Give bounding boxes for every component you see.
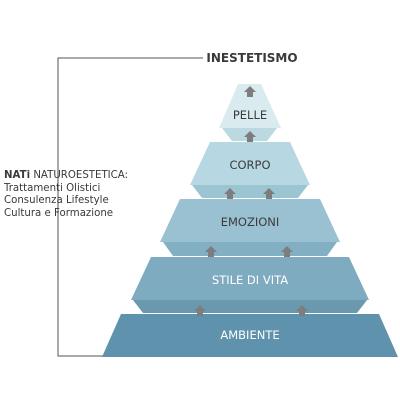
arrow-up-icon [205,246,217,257]
pyramid-level-corpo: CORPO [190,142,310,198]
level-face [190,142,310,185]
level-face [133,300,367,313]
level-label: PELLE [233,108,267,122]
level-label: CORPO [229,158,270,172]
brand-name: NATi [4,170,31,181]
top-label: INESTETISMO [206,51,297,65]
arrow-up-icon [281,246,293,257]
side-heading: NATi NATUROESTETICA: [4,170,179,183]
arrow-up-icon [244,86,256,97]
level-label: STILE DI VITA [212,273,288,287]
level-face [192,185,308,198]
side-line: Trattamenti Olistici [4,182,101,194]
level-label: AMBIENTE [220,328,279,342]
side-text: NATi NATUROESTETICA: Trattamenti Olistic… [4,170,179,220]
pyramid-level-pelle: PELLE [219,84,281,141]
level-label: EMOZIONI [221,215,280,229]
level-face [219,84,281,128]
side-line: Cultura e Formazione [4,207,114,219]
arrow-up-icon [296,305,308,316]
arrow-up-icon [244,131,256,142]
level-face [131,257,369,300]
pyramid-level-ambiente: AMBIENTE [102,314,398,357]
arrow-up-icon [263,188,275,199]
pyramid-level-emozioni: EMOZIONI [160,199,340,256]
level-face [163,242,337,256]
bracket-line [57,57,203,357]
pyramid-level-stile-di-vita: STILE DI VITA [131,257,369,313]
level-face [102,314,398,357]
arrow-up-icon [194,305,206,316]
level-face [160,199,340,242]
arrow-up-icon [224,188,236,199]
side-line: Consulenza Lifestyle [4,195,109,206]
arrows [194,86,308,316]
side-heading-text: NATUROESTETICA: [33,170,129,181]
